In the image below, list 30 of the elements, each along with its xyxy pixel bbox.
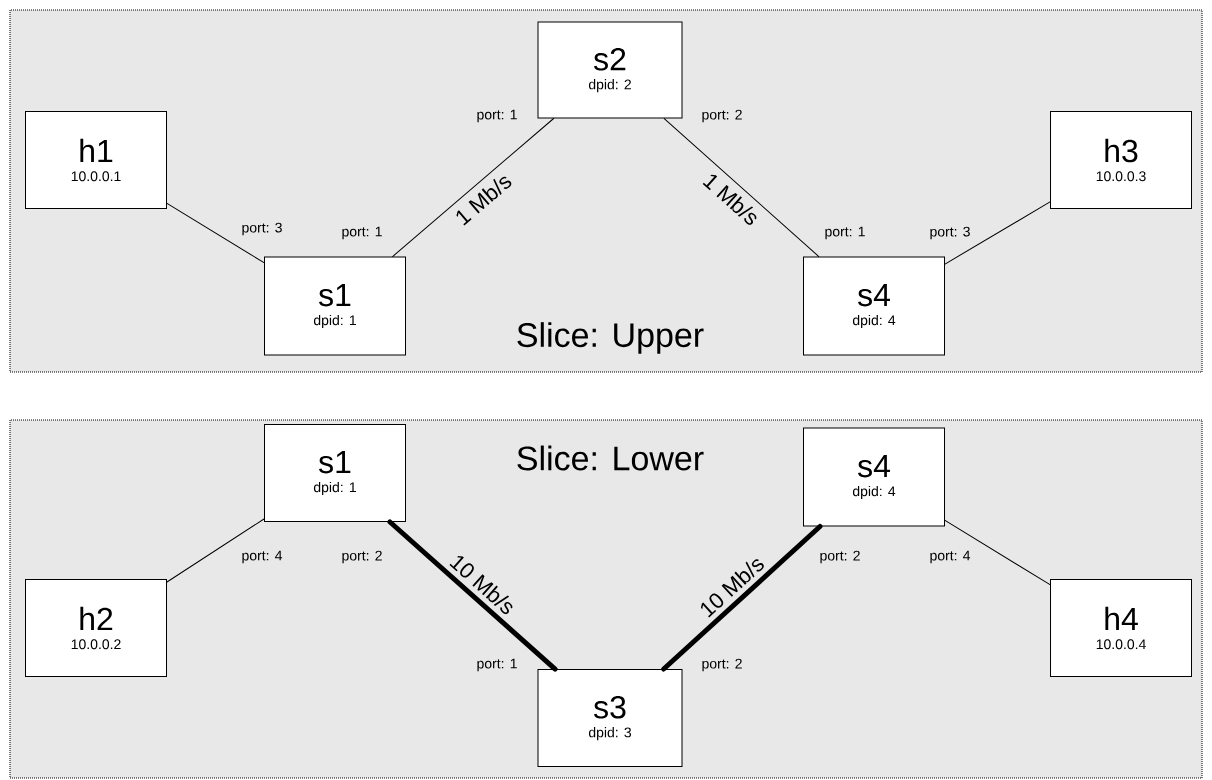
port-label: port: 2: [702, 109, 742, 123]
link-line: [166, 202, 265, 264]
link-line: [392, 118, 555, 257]
device-box: h2 10.0.0.2: [25, 579, 167, 677]
device-box: h1 10.0.0.1: [25, 111, 167, 209]
port-label: port: 3: [242, 222, 282, 236]
port-label: port: 2: [702, 658, 742, 672]
port-label: port: 1: [342, 226, 382, 240]
link-line: [661, 524, 823, 672]
device-box: h3 10.0.0.3: [1050, 111, 1192, 209]
device-box: s4 dpid: 4: [803, 256, 945, 356]
port-label: port: 4: [930, 550, 971, 564]
device-box: s1 dpid: 1: [264, 424, 406, 522]
device-box: s4 dpid: 4: [803, 427, 945, 527]
port-label: port: 2: [342, 550, 382, 564]
device-box: s3 dpid: 3: [537, 669, 683, 767]
port-label: port: 3: [930, 226, 970, 240]
device-box: s2 dpid: 2: [537, 21, 683, 119]
port-label: port: 1: [477, 109, 517, 123]
link-line: [663, 118, 820, 257]
port-label: port: 4: [242, 550, 283, 564]
port-label: port: 2: [820, 550, 860, 564]
port-label: port: 1: [825, 226, 865, 240]
link-line: [944, 201, 1051, 265]
device-box: h4 10.0.0.4: [1050, 579, 1192, 677]
link-line: [944, 519, 1051, 586]
device-box: s1 dpid: 1: [264, 256, 406, 356]
port-label: port: 1: [477, 658, 517, 672]
link-line: [387, 519, 558, 672]
link-line: [166, 518, 265, 583]
